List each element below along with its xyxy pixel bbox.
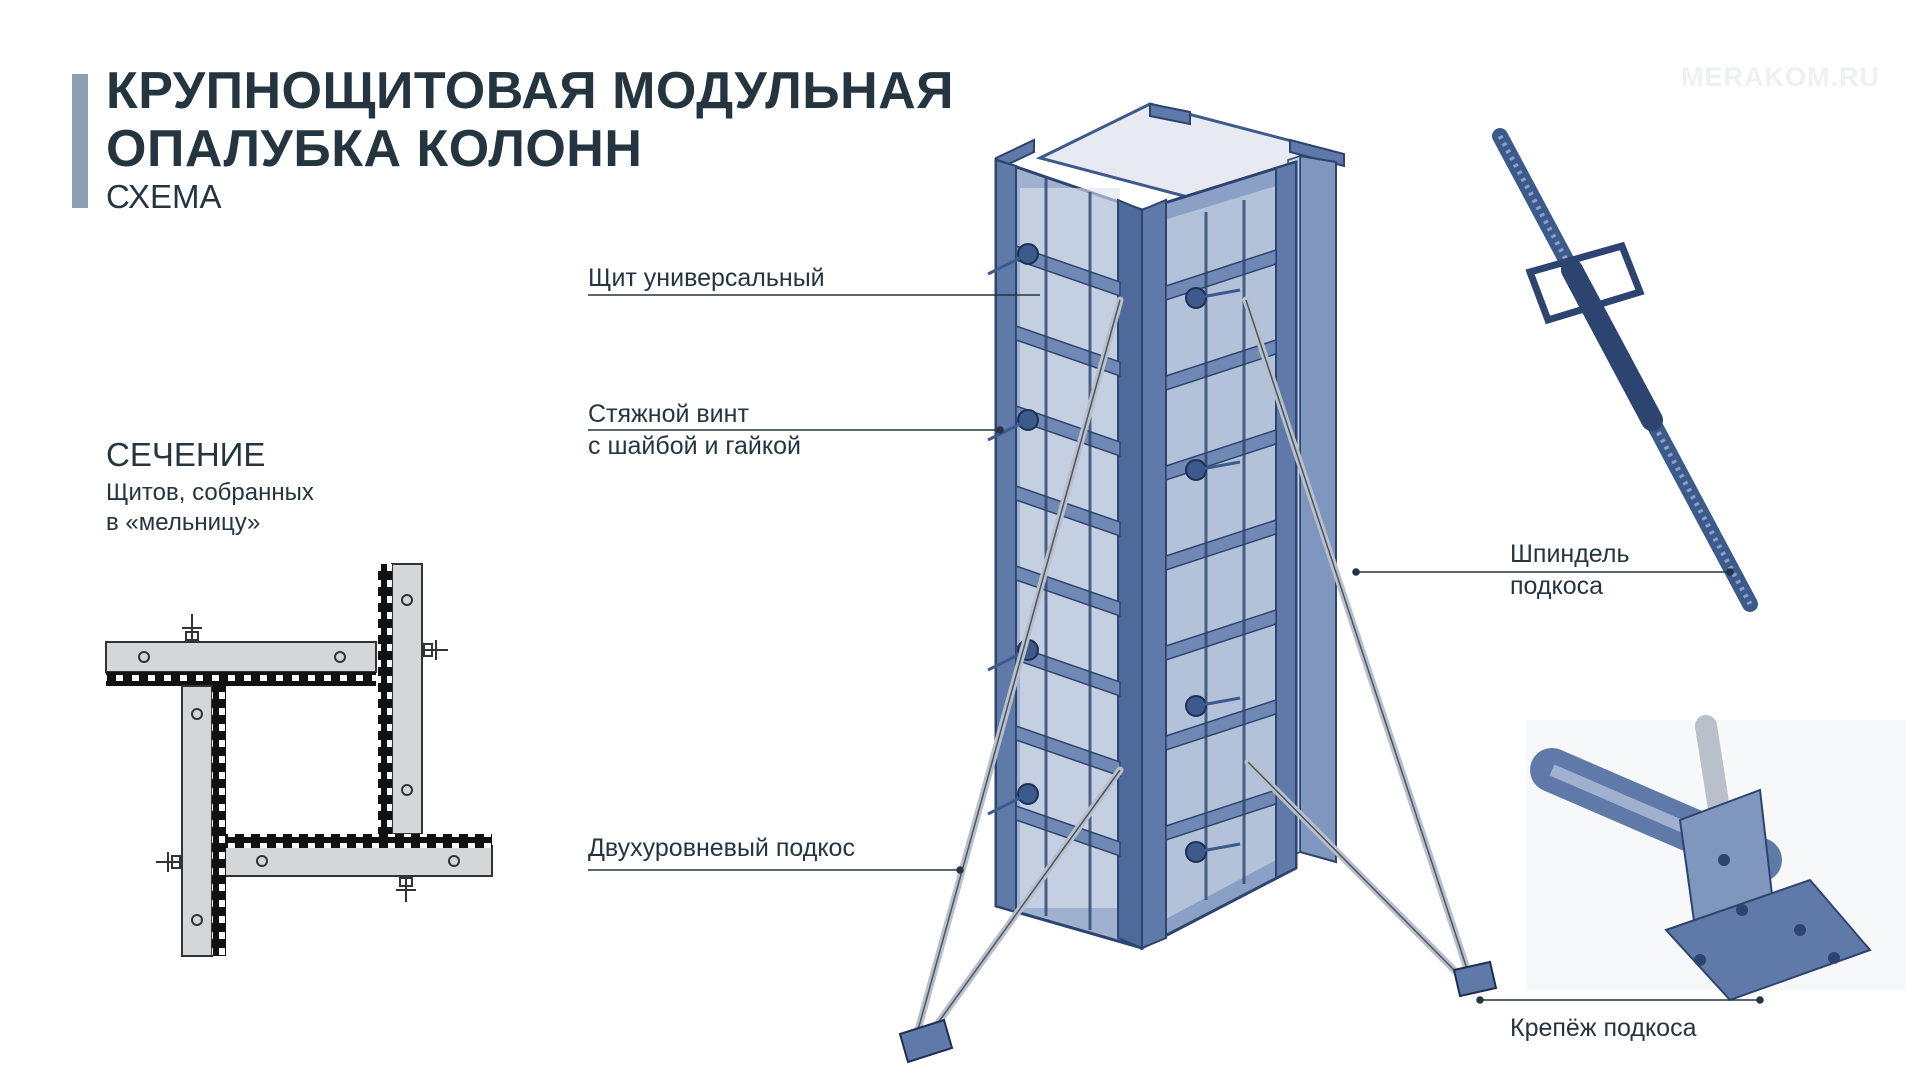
page-title: КРУПНОЩИТОВАЯ МОДУЛЬНАЯ ОПАЛУБКА КОЛОНН (106, 62, 954, 178)
page-subtitle: СХЕМА (106, 178, 222, 215)
title-line-2: ОПАЛУБКА КОЛОНН (106, 120, 643, 178)
callout-two-level-brace: Двухуровневый подкос (588, 834, 855, 862)
section-description: Щитов, собранных в «мельницу» (106, 479, 314, 536)
callout-spindle: Шпиндель подкоса (1510, 540, 1630, 600)
callout-brace-mount: Крепёж подкоса (1510, 1014, 1697, 1042)
callout-tie-screw: Стяжной винт с шайбой и гайкой (588, 400, 801, 460)
title-line-1: КРУПНОЩИТОВАЯ МОДУЛЬНАЯ (106, 62, 955, 120)
title-accent-bar (72, 74, 88, 208)
watermark: MERAKOM.RU (1681, 62, 1880, 92)
section-title: СЕЧЕНИЕ (106, 436, 266, 473)
callout-panel: Щит универсальный (588, 264, 825, 292)
